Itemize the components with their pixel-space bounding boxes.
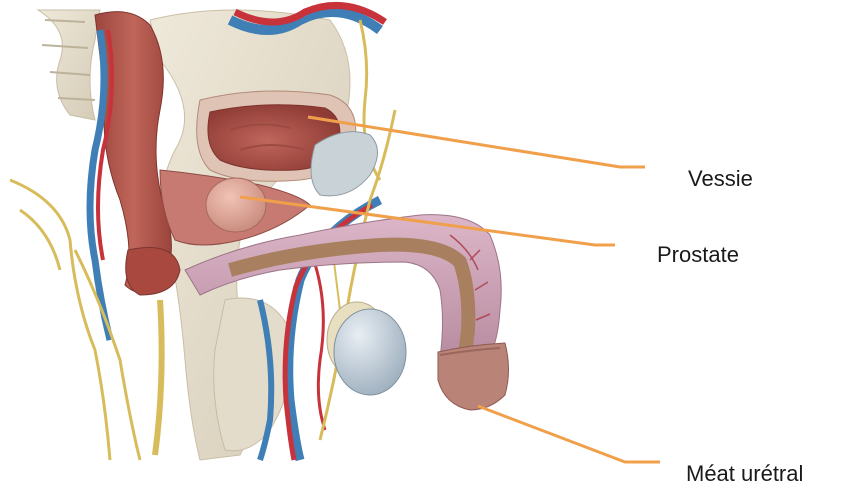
- seminal-vesicle: [311, 132, 378, 196]
- testis: [327, 302, 406, 395]
- vertebra-column: [38, 10, 100, 120]
- label-vessie: Vessie: [688, 166, 753, 192]
- leader-line-meat: [478, 406, 660, 462]
- label-prostate: Prostate: [657, 242, 739, 268]
- prostate: [206, 178, 266, 232]
- label-meat-uretral: Méat urétral: [686, 461, 803, 487]
- glans: [438, 343, 509, 410]
